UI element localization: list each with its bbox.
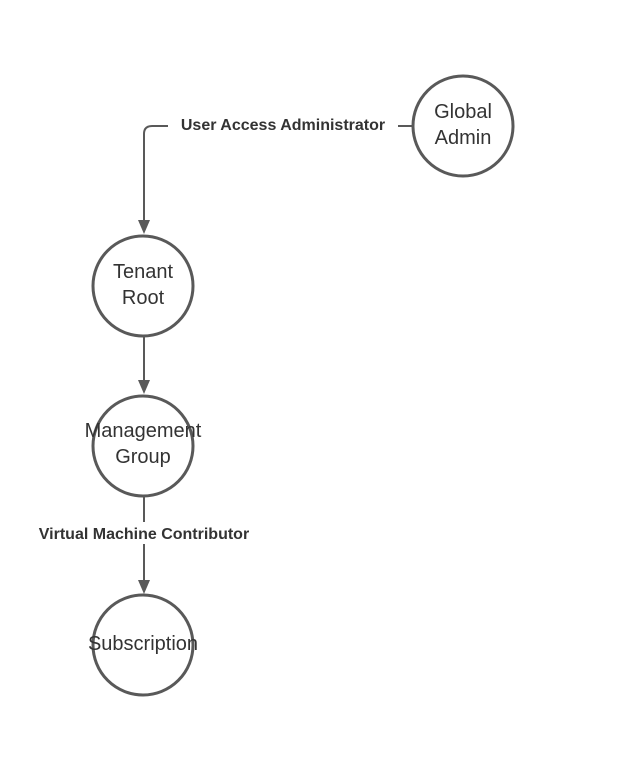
edge-management-group-to-subscription: Virtual Machine Contributor — [26, 496, 262, 594]
node-label-line: Tenant — [113, 261, 173, 283]
node-subscription[interactable]: Subscription — [88, 593, 198, 697]
node-circle — [411, 74, 515, 178]
edge-label-background — [168, 113, 398, 135]
node-label-line: Global — [434, 101, 492, 123]
node-management-group[interactable]: Management Group — [85, 394, 202, 498]
edge-tenant-root-to-management-group — [138, 336, 150, 394]
arrowhead-icon — [138, 580, 150, 594]
connector-line — [143, 125, 412, 222]
node-label-line: Admin — [435, 127, 492, 149]
node-label-line: Group — [115, 446, 171, 468]
node-circle — [91, 593, 195, 697]
edge-label-virtual-machine-contributor: Virtual Machine Contributor — [39, 526, 249, 543]
node-label-line: Root — [122, 287, 165, 309]
node-label-line: Management — [85, 420, 202, 442]
edge-label-user-access-administrator: User Access Administrator — [181, 117, 385, 134]
node-tenant-root[interactable]: Tenant Root — [91, 234, 195, 338]
arrowhead-icon — [138, 380, 150, 394]
node-circle — [91, 234, 195, 338]
arrowhead-icon — [138, 220, 150, 234]
node-global-admin[interactable]: Global Admin — [411, 74, 515, 178]
node-circle — [91, 394, 195, 498]
node-label-line: Subscription — [88, 633, 198, 655]
edge-label-background — [26, 522, 262, 544]
edge-global-admin-to-tenant-root: User Access Administrator — [138, 113, 412, 234]
